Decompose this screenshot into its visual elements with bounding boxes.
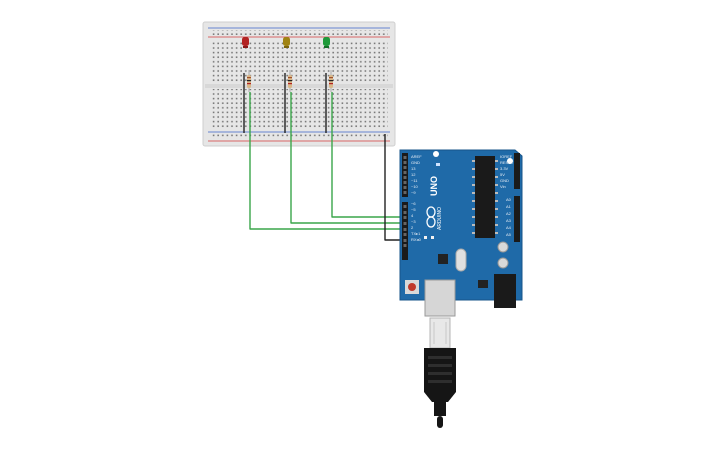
resistor-2-body	[288, 75, 292, 88]
header-label: ~10	[411, 184, 419, 189]
voltage-regulator	[478, 280, 488, 288]
mount-hole	[433, 151, 439, 157]
header-label: 3.3V	[500, 166, 509, 171]
led-red-base	[243, 46, 248, 48]
onboard-led	[436, 163, 440, 166]
arduino-uno-board[interactable]: ARDUINO UNO ~6 ~5 4 ~3 2 TX▸1 RX◂0 AREF …	[399, 149, 523, 317]
resistor-2-band	[288, 80, 292, 82]
bottom-rail-holes	[210, 134, 388, 139]
header-label: RESET	[500, 160, 514, 165]
header-label: A0	[506, 197, 512, 202]
digital-header-label-group: ~6 ~5 4 ~3 2 TX▸1 RX◂0	[411, 201, 422, 242]
dc-power-jack[interactable]	[494, 274, 516, 308]
atmega-chip	[475, 156, 495, 238]
led-yellow-body	[283, 37, 290, 46]
led-green[interactable]	[323, 37, 330, 48]
led-yellow[interactable]	[283, 37, 290, 48]
power-header[interactable]	[514, 153, 520, 189]
resistor-2[interactable]	[288, 70, 292, 92]
header-label: A1	[506, 204, 512, 209]
usb-plug-grips	[428, 356, 452, 383]
wire-ground[interactable]	[384, 134, 402, 241]
led-green-body	[323, 37, 330, 46]
led-red[interactable]	[242, 37, 249, 48]
header-label: 13	[411, 166, 416, 171]
header-label: AREF	[411, 154, 422, 159]
header-label: RX◂0	[411, 237, 422, 242]
header-label: GND	[411, 160, 420, 165]
analog-header-label-group: A0 A1 A2 A3 A4 A5	[506, 197, 512, 237]
reset-button-cap[interactable]	[408, 283, 416, 291]
power-header-label-group: IOREF RESET 3.3V 5V GND Vin	[500, 154, 514, 189]
resistor-3[interactable]	[329, 70, 333, 92]
resistor-3-body	[329, 75, 333, 88]
led-yellow-base	[284, 46, 289, 48]
upper-terminal-holes	[210, 41, 388, 83]
usb-plug-metal	[429, 317, 451, 349]
resistor-3-band	[329, 83, 333, 85]
header-label: IOREF	[500, 154, 513, 159]
resistor-1-band	[247, 83, 251, 85]
capacitor	[497, 241, 509, 253]
lower-terminal-holes	[210, 89, 388, 129]
model-label: UNO	[429, 176, 439, 196]
usb-cable-end	[437, 416, 443, 428]
header-label: A2	[506, 211, 512, 216]
ground-jumpers	[243, 73, 327, 133]
usb-interface-chip	[438, 254, 448, 264]
wire-pin7-green-led[interactable]	[331, 92, 402, 218]
upper-header-label-group: AREF GND 13 12 ~11 ~10 ~9	[411, 154, 422, 195]
center-channel	[205, 84, 393, 88]
header-label: 2	[411, 225, 414, 230]
capacitor	[497, 257, 509, 269]
header-label: A3	[506, 218, 512, 223]
resistor-1[interactable]	[247, 70, 251, 92]
logo-infinity-right	[426, 206, 436, 218]
resistor-3-band	[329, 77, 333, 79]
header-label: ~11	[411, 178, 418, 183]
resistor-1-band	[247, 80, 251, 82]
header-label: Vin	[500, 184, 506, 189]
resistor-1-band	[247, 77, 251, 79]
led-green-base	[324, 46, 329, 48]
analog-header[interactable]	[514, 196, 520, 242]
wires	[249, 92, 402, 241]
header-label: A4	[506, 225, 512, 230]
resistor-3-band	[329, 80, 333, 82]
arduino-logo-group: ARDUINO	[426, 206, 443, 230]
header-label: ~5	[411, 207, 416, 212]
wire-pin6-yellow-led[interactable]	[290, 92, 402, 224]
wire-pin5-red-led[interactable]	[249, 92, 402, 230]
digital-header-pins	[403, 156, 407, 247]
onboard-led	[424, 236, 427, 239]
header-label: ~3	[411, 219, 416, 224]
mount-hole	[507, 158, 513, 164]
resistor-1-body	[247, 75, 251, 88]
led-red-body	[242, 37, 249, 46]
header-label: GND	[500, 178, 509, 183]
resistor-2-band	[288, 83, 292, 85]
onboard-led	[431, 236, 434, 239]
header-label: 5V	[500, 172, 505, 177]
top-rail-holes	[210, 30, 388, 35]
header-label: ~9	[411, 190, 416, 195]
digital-header-upper[interactable]	[402, 153, 408, 197]
header-label: TX▸1	[411, 231, 421, 236]
header-label: A5	[506, 232, 512, 237]
usb-strain-relief	[434, 402, 446, 416]
breadboard[interactable]	[202, 21, 396, 147]
crystal-oscillator	[455, 248, 467, 272]
usb-cable[interactable]	[424, 317, 456, 428]
usb-b-port[interactable]	[424, 279, 456, 317]
header-label: 4	[411, 213, 414, 218]
header-label: 12	[411, 172, 416, 177]
brand-label: ARDUINO	[437, 207, 443, 230]
resistor-2-band	[288, 77, 292, 79]
header-label: ~6	[411, 201, 416, 206]
chip-pins	[472, 160, 498, 234]
